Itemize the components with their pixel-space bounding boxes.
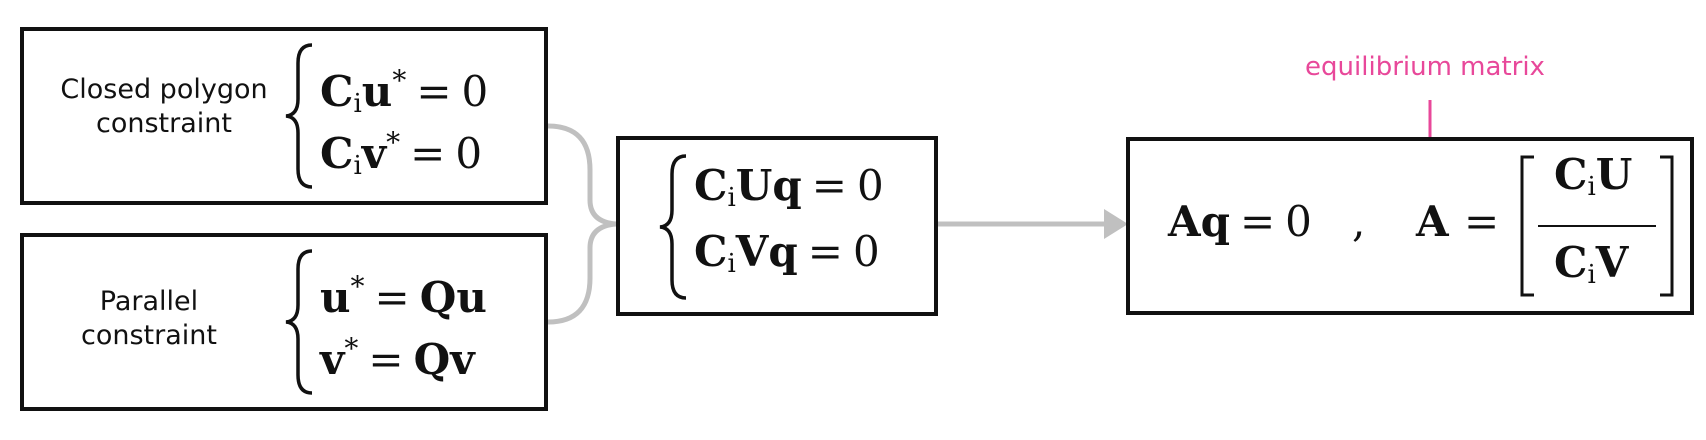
rhs-zero: 0 [455, 129, 483, 178]
matrix-a: A [1416, 197, 1449, 246]
closed-polygon-box: Closed polygon constraint Ciu*=0 Civ*=0 [20, 27, 548, 205]
subscript-i: i [727, 183, 736, 213]
matrix-c: C [320, 129, 354, 178]
parallel-brace [285, 249, 313, 395]
subscript-i: i [353, 151, 362, 181]
rhs-zero: 0 [852, 227, 880, 276]
matrix-c: C [1554, 150, 1588, 199]
parallel-eq2: v* =Qv [320, 325, 475, 384]
subscript-i: i [1587, 172, 1596, 202]
merge-connector [547, 123, 617, 325]
superscript-star: * [392, 64, 407, 97]
lhs-uq: Uq [735, 161, 802, 210]
equals-sign: = [410, 129, 446, 178]
equals-sign: = [807, 227, 843, 276]
parallel-label-line2: constraint [81, 320, 217, 351]
combined-brace [659, 154, 687, 300]
vector-v: v [320, 335, 345, 384]
equals-sign: = [416, 67, 452, 116]
superscript-star: * [386, 126, 401, 159]
matrix-u: U [1595, 150, 1633, 199]
result-comma: , [1352, 197, 1366, 246]
vector-u: u [361, 67, 393, 116]
closed-polygon-brace [285, 43, 313, 189]
matrix-v: V [1595, 238, 1629, 287]
closed-polygon-label-line1: Closed polygon [60, 74, 268, 105]
result-equation: Aq=0 [1168, 198, 1312, 246]
matrix-c: C [694, 227, 728, 276]
superscript-star: * [350, 270, 365, 303]
matrix-bottom-entry: CiV [1554, 239, 1628, 299]
equals-sign: = [1239, 197, 1276, 246]
combined-eq2: CiVq=0 [694, 228, 880, 288]
matrix-c: C [320, 67, 354, 116]
matrix-c: C [694, 161, 728, 210]
result-box: Aq=0 , A = CiU CiV [1126, 137, 1694, 315]
vector-v: v [361, 129, 387, 178]
matrix-brackets [1520, 155, 1674, 297]
rhs-qv: Qv [413, 335, 475, 384]
closed-polygon-eq1: Ciu* =0 [320, 57, 488, 128]
combined-eq1: CiUq=0 [694, 162, 884, 222]
matrix-equals-sign: = [1464, 197, 1500, 246]
subscript-i: i [353, 89, 362, 119]
closed-polygon-label-line2: constraint [96, 108, 232, 139]
vector-u: u [320, 273, 351, 322]
lhs-aq: Aq [1168, 197, 1230, 246]
lhs-vq: Vq [735, 227, 798, 276]
superscript-star: * [344, 332, 359, 365]
parallel-eq1: u* =Qu [320, 263, 487, 322]
rhs-qu: Qu [419, 273, 487, 322]
equals-sign: = [374, 273, 410, 322]
equals-sign: = [368, 335, 404, 384]
rhs-zero: 0 [1285, 197, 1312, 246]
parallel-label-line1: Parallel [99, 286, 199, 317]
closed-polygon-label: Closed polygon constraint [34, 73, 294, 141]
result-arrow-head [1104, 209, 1128, 239]
matrix-top-entry: CiU [1554, 151, 1632, 211]
matrix-c: C [1554, 238, 1588, 287]
rhs-zero: 0 [856, 161, 884, 210]
equals-sign: = [811, 161, 847, 210]
subscript-i: i [1587, 260, 1596, 290]
parallel-label: Parallel constraint [24, 285, 274, 353]
subscript-i: i [727, 249, 736, 279]
rhs-zero: 0 [461, 67, 489, 116]
equilibrium-matrix-annotation: equilibrium matrix [1305, 52, 1545, 82]
parallel-box: Parallel constraint u*=Qu v*=Qv [20, 233, 548, 411]
closed-polygon-eq2: Civ* =0 [320, 119, 482, 190]
combined-box: CiUq=0 CiVq=0 [616, 136, 938, 316]
